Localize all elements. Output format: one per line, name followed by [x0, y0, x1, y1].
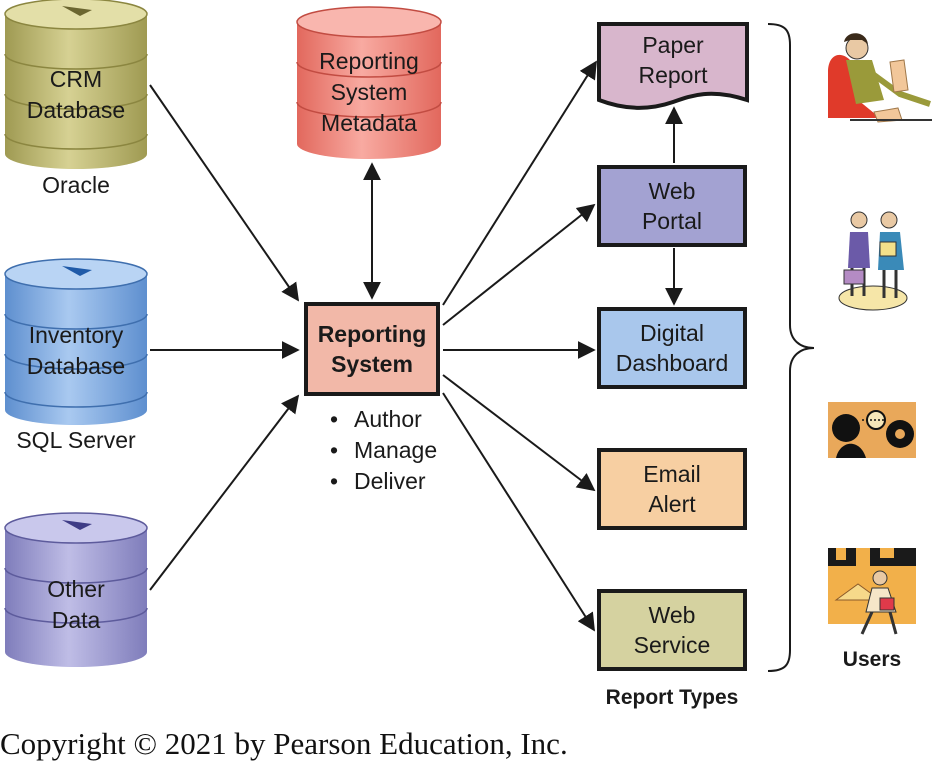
digital-dashboard-line2: Dashboard [615, 350, 729, 376]
function-author: Author [330, 404, 437, 435]
other-label-line2: Data [51, 607, 101, 633]
paper-report-shape [597, 22, 749, 110]
function-deliver: Deliver [330, 466, 437, 497]
arrow-crm-to-reporting [149, 84, 300, 302]
copyright-notice: Copyright © 2021 by Pearson Education, I… [0, 726, 568, 761]
digital-dashboard-box: Digital Dashboard [597, 307, 747, 389]
crm-label-line2: Database [26, 97, 126, 123]
users-title: Users [842, 648, 902, 671]
crm-label-line1: CRM [49, 66, 103, 92]
oracle-caption: Oracle [42, 172, 110, 198]
executive-user-icon [828, 33, 932, 123]
email-alert-line2: Alert [648, 491, 696, 517]
web-service-line2: Service [633, 632, 711, 658]
meeting-users-icon [838, 211, 908, 311]
other-label-line1: Other [47, 576, 105, 602]
email-alert-line1: Email [643, 461, 701, 487]
reporting-system-box: Reporting System [304, 302, 440, 396]
paper-report-label: Paper Report [599, 30, 747, 90]
web-portal-line2: Portal [641, 208, 703, 234]
arrow-to-web-portal [442, 203, 596, 326]
web-service-line1: Web [648, 602, 696, 628]
arrow-to-web-service [442, 392, 595, 632]
paper-report-line1: Paper [642, 32, 704, 58]
web-portal-box: Web Portal [597, 165, 747, 247]
paper-report-line2: Report [638, 62, 708, 88]
arrow-to-email-alert [442, 374, 596, 492]
other-data-cylinder [4, 512, 148, 667]
users-brace [767, 23, 815, 672]
metadata-label: Reporting System Metadata [297, 46, 441, 139]
metadata-label-line3: Metadata [321, 110, 417, 136]
gears-user-icon [828, 402, 916, 458]
inventory-database-cylinder [4, 258, 148, 425]
arrow-other-to-reporting [149, 394, 300, 591]
connector-arrows [149, 60, 683, 632]
metadata-label-line2: System [330, 79, 408, 105]
arrow-to-paper-report [442, 60, 597, 306]
other-data-label: Other Data [5, 574, 147, 636]
metadata-label-line1: Reporting [319, 48, 419, 74]
reporting-system-line2: System [331, 351, 413, 377]
digital-dashboard-line1: Digital [640, 320, 704, 346]
inventory-database-label: Inventory Database [5, 320, 147, 382]
reporting-functions-list: Author Manage Deliver [330, 404, 437, 497]
reporting-system-line1: Reporting [317, 321, 427, 347]
crm-database-cylinder [4, 0, 148, 169]
web-portal-line1: Web [648, 178, 696, 204]
city-user-icon [828, 548, 916, 635]
sql-server-caption: SQL Server [16, 427, 136, 453]
web-service-box: Web Service [597, 589, 747, 671]
inventory-label-line1: Inventory [28, 322, 124, 348]
email-alert-box: Email Alert [597, 448, 747, 530]
function-manage: Manage [330, 435, 437, 466]
metadata-cylinder [296, 6, 442, 159]
report-types-title: Report Types [605, 686, 739, 709]
crm-database-label: CRM Database [5, 64, 147, 126]
inventory-label-line2: Database [26, 353, 126, 379]
